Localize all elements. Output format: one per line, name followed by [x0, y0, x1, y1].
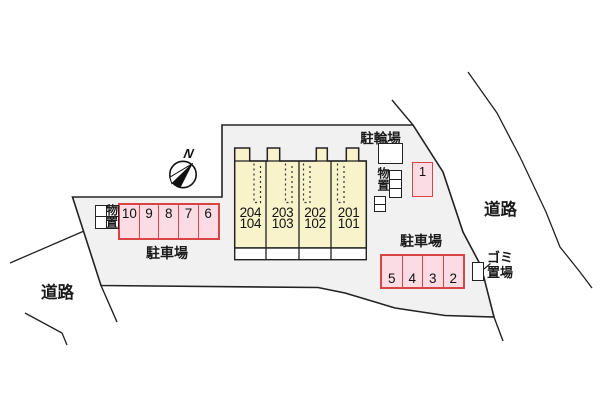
road-line-west-lower [24, 312, 68, 346]
parking-row-left: 10 9 8 7 6 [118, 202, 220, 240]
storage-right-boxes-lower [373, 196, 386, 213]
storage-box-divider [95, 216, 118, 218]
bicycle-shed-box [378, 143, 403, 164]
storage-box-divider [390, 178, 401, 180]
parking-space-3: 3 [422, 256, 443, 288]
parking-space-6: 6 [197, 204, 218, 238]
road-right-label: 道路 [484, 201, 517, 219]
garbage-area-label: ゴミ 置場 [487, 250, 514, 280]
parking-space-number: 6 [204, 205, 212, 221]
unit-lower: 103 [271, 216, 294, 231]
garbage-box [472, 262, 484, 281]
parking-right-label: 駐車場 [400, 232, 442, 249]
road-line-west-upper [9, 230, 85, 264]
storage-left-label: 物置 [104, 204, 119, 228]
unit-label-204-104: 204 104 [230, 205, 270, 231]
garbage-label-line1: ゴミ [487, 250, 514, 265]
parking-row-right: 5 4 3 2 [380, 254, 465, 290]
storage-right-label: 物置 [376, 167, 390, 191]
compass-icon [169, 160, 198, 189]
parking-space-9: 9 [138, 204, 159, 238]
unit-lower: 101 [337, 216, 360, 231]
parking-space-number: 3 [428, 271, 437, 287]
parking-space-7: 7 [178, 204, 198, 238]
parking-space-number: 2 [449, 271, 457, 287]
parking-space-number: 5 [387, 271, 396, 287]
storage-box-divider [390, 187, 401, 189]
storage-box-divider [374, 204, 385, 206]
parking-space-5: 5 [382, 256, 402, 287]
unit-upper: 202 [304, 205, 326, 220]
parking-space-10: 10 [120, 205, 139, 238]
road-left-label: 道路 [41, 284, 74, 302]
bicycle-parking-label: 駐輪場 [360, 130, 401, 146]
unit-label-201-101: 201 101 [329, 205, 369, 231]
unit-upper: 201 [337, 205, 360, 220]
parking-left-label: 駐車場 [146, 244, 188, 261]
parking-space-number: 1 [418, 163, 427, 179]
parking-space-number: 4 [408, 271, 416, 287]
storage-right-boxes [389, 170, 402, 198]
parking-space-8: 8 [158, 204, 178, 238]
unit-label-202-102: 202 102 [295, 205, 335, 231]
unit-lower: 104 [239, 216, 262, 231]
building-balcony-strip [233, 247, 368, 261]
parking-space-1: 1 [411, 161, 434, 197]
parking-space-number: 8 [165, 205, 173, 221]
parking-space-number: 10 [121, 205, 137, 221]
storage-left-boxes [94, 204, 119, 230]
boundary-extension-lines [100, 99, 504, 342]
parking-space-number: 9 [145, 205, 153, 221]
parking-space-number: 7 [184, 205, 193, 221]
building-outline [233, 147, 368, 249]
parking-space-2: 2 [442, 256, 464, 288]
road-line-east [467, 71, 593, 289]
garbage-label-line2: 置場 [487, 264, 514, 280]
unit-lower: 102 [304, 216, 326, 231]
garbage-label-connector [483, 263, 491, 270]
unit-upper: 203 [271, 205, 294, 220]
building-interior-lines [234, 160, 367, 260]
unit-label-203-103: 203 103 [263, 205, 303, 231]
parking-space-4: 4 [401, 256, 423, 288]
unit-upper: 204 [239, 205, 262, 220]
